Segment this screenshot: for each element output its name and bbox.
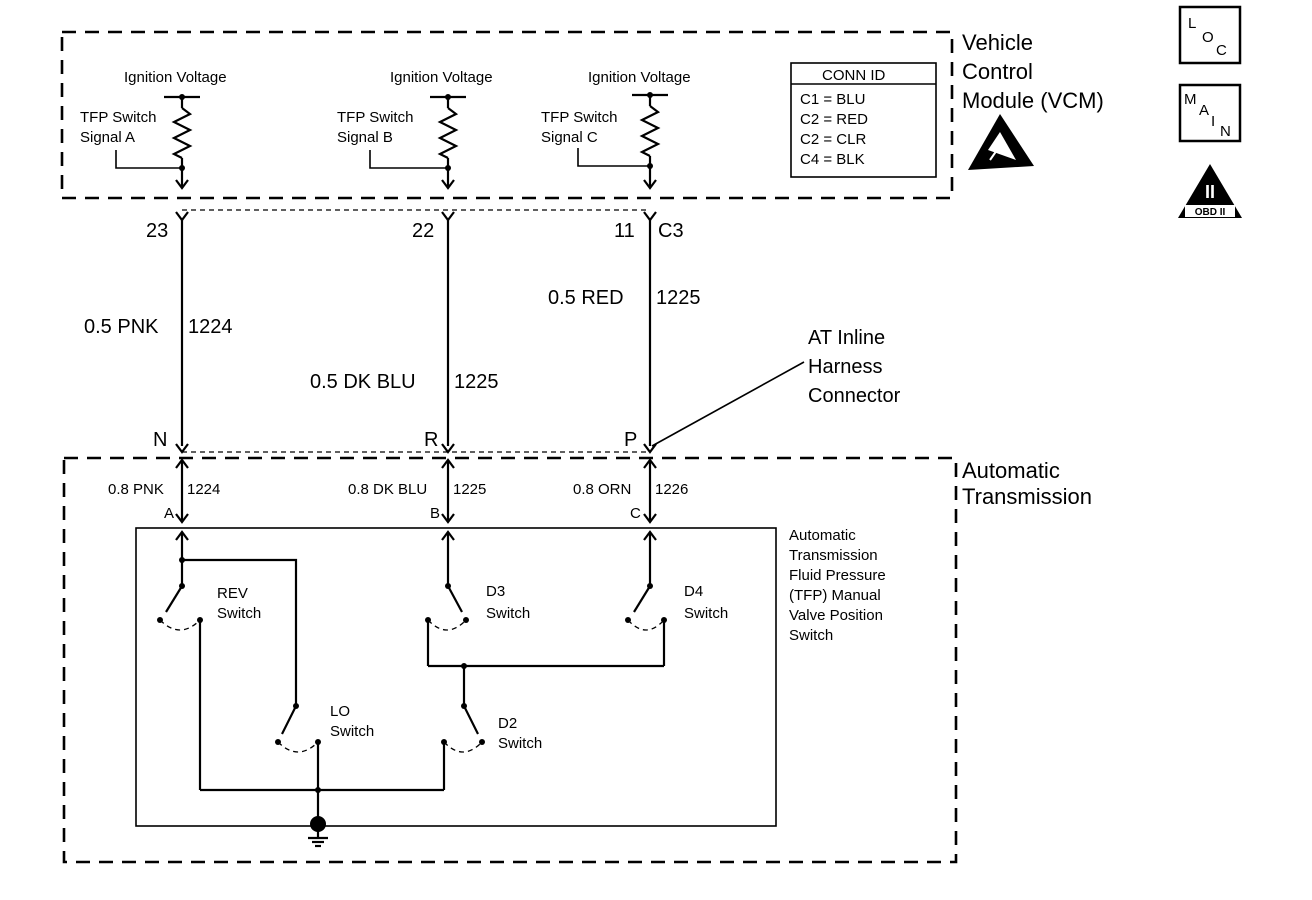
signal-a-line-2: Signal A [80,129,135,146]
d2-switch [441,703,485,790]
inline-pin-b: R [424,429,438,451]
vcm-box [60,30,954,200]
transmission-label-line-2: Transmission [962,484,1092,509]
pullup-circuit-b [369,94,466,190]
inline-connector-leader [651,361,805,447]
vcm-label-line-2: Control [962,59,1033,84]
ignition-label-b: Ignition Voltage [390,69,493,86]
ignition-label-a: Ignition Voltage [124,69,227,86]
d4-switch-label-2: Switch [684,605,728,622]
svg-text:OBD II: OBD II [1195,207,1226,218]
esd-warning-icon [968,114,1034,170]
trans-wire-b-circuit: 1225 [453,481,486,498]
svg-text:M: M [1184,91,1197,108]
signal-b-line-2: Signal B [337,129,393,146]
circuit-a-internal [179,532,298,706]
conn-id-row-4: C4 = BLK [800,151,865,168]
d3-switch [425,532,469,666]
d2-switch-label-2: Switch [498,735,542,752]
svg-text:O: O [1202,29,1214,46]
trans-pin-b: B [430,505,440,522]
vcm-label-line-1: Vehicle [962,30,1033,55]
inline-connector-line-1: AT Inline [808,327,885,349]
loc-icon: L O C [1178,5,1242,65]
d3-d4-bus [428,663,664,706]
rev-switch [157,583,203,790]
d3-switch-label-2: Switch [486,605,530,622]
vcm-label-line-3: Module (VCM) [962,88,1104,113]
d2-switch-label-1: D2 [498,715,517,732]
tfp-label-line-5: Valve Position [789,607,883,624]
vcm-pin-a: 23 [146,220,168,242]
conn-id-title: CONN ID [822,67,886,84]
lo-switch-label-2: Switch [330,723,374,740]
trans-wire-c-color: 0.8 ORN [573,481,631,498]
conn-id-row-1: C1 = BLU [800,91,865,108]
ground-icon [308,816,328,848]
inline-pin-a: N [153,429,167,451]
wire-c-color: 0.5 RED [548,287,624,309]
trans-wire-a-color: 0.8 PNK [108,481,164,498]
connector-forks-top [175,211,657,222]
d4-switch-label-1: D4 [684,583,703,600]
vcm-pin-c-connector: C3 [658,220,684,242]
svg-text:L: L [1188,15,1196,32]
switch-connector-forks [175,513,657,541]
tfp-label-line-4: (TFP) Manual [789,587,881,604]
trans-wire-b-color: 0.8 DK BLU [348,481,427,498]
signal-c-line-2: Signal C [541,129,598,146]
obd-ii-icon: II OBD II [1178,164,1242,218]
signal-c-line-1: TFP Switch [541,109,617,126]
tfp-label-line-6: Switch [789,627,833,644]
wire-b-circuit: 1225 [454,371,499,393]
svg-text:C: C [1216,42,1227,59]
main-icon: M A I N [1178,83,1242,143]
d4-switch [625,532,667,666]
vcm-pin-c: 11 [614,220,635,242]
vcm-pin-b: 22 [412,220,434,242]
lo-switch [275,703,321,822]
conn-id-row-2: C2 = RED [800,111,868,128]
inline-pin-c: P [624,429,637,451]
wire-c-circuit: 1225 [656,287,701,309]
rev-switch-label-2: Switch [217,605,261,622]
transmission-label-line-1: Automatic [962,458,1060,483]
trans-wire-a-circuit: 1224 [187,481,220,498]
transmission-box [62,456,958,864]
rev-switch-label-1: REV [217,585,248,602]
lo-switch-label-1: LO [330,703,350,720]
tfp-label-line-1: Automatic [789,527,856,544]
ignition-label-c: Ignition Voltage [588,69,691,86]
svg-text:I: I [1211,113,1215,130]
trans-pin-a: A [164,505,174,522]
pullup-circuit-a [115,94,200,190]
tfp-label-line-3: Fluid Pressure [789,567,886,584]
d3-switch-label-1: D3 [486,583,505,600]
wire-a-color: 0.5 PNK [84,316,159,338]
tfp-label-line-2: Transmission [789,547,878,564]
inline-connector-forks [175,443,657,469]
signal-a-line-1: TFP Switch [80,109,156,126]
tfp-switch-assembly-box [135,527,777,827]
svg-text:A: A [1199,102,1209,119]
trans-pin-c: C [630,505,641,522]
conn-id-table: CONN ID C1 = BLU C2 = RED C2 = CLR C4 = … [790,62,937,178]
svg-text:N: N [1220,123,1231,140]
wire-a-circuit: 1224 [188,316,233,338]
ground-return [200,787,444,793]
signal-b-line-1: TFP Switch [337,109,413,126]
trans-wire-c-circuit: 1226 [655,481,688,498]
inline-connector-line-3: Connector [808,385,901,407]
pullup-circuit-c [577,92,668,190]
conn-id-row-3: C2 = CLR [800,131,866,148]
svg-text:II: II [1205,182,1215,202]
inline-connector-line-2: Harness [808,356,882,378]
wire-b-color: 0.5 DK BLU [310,371,416,393]
